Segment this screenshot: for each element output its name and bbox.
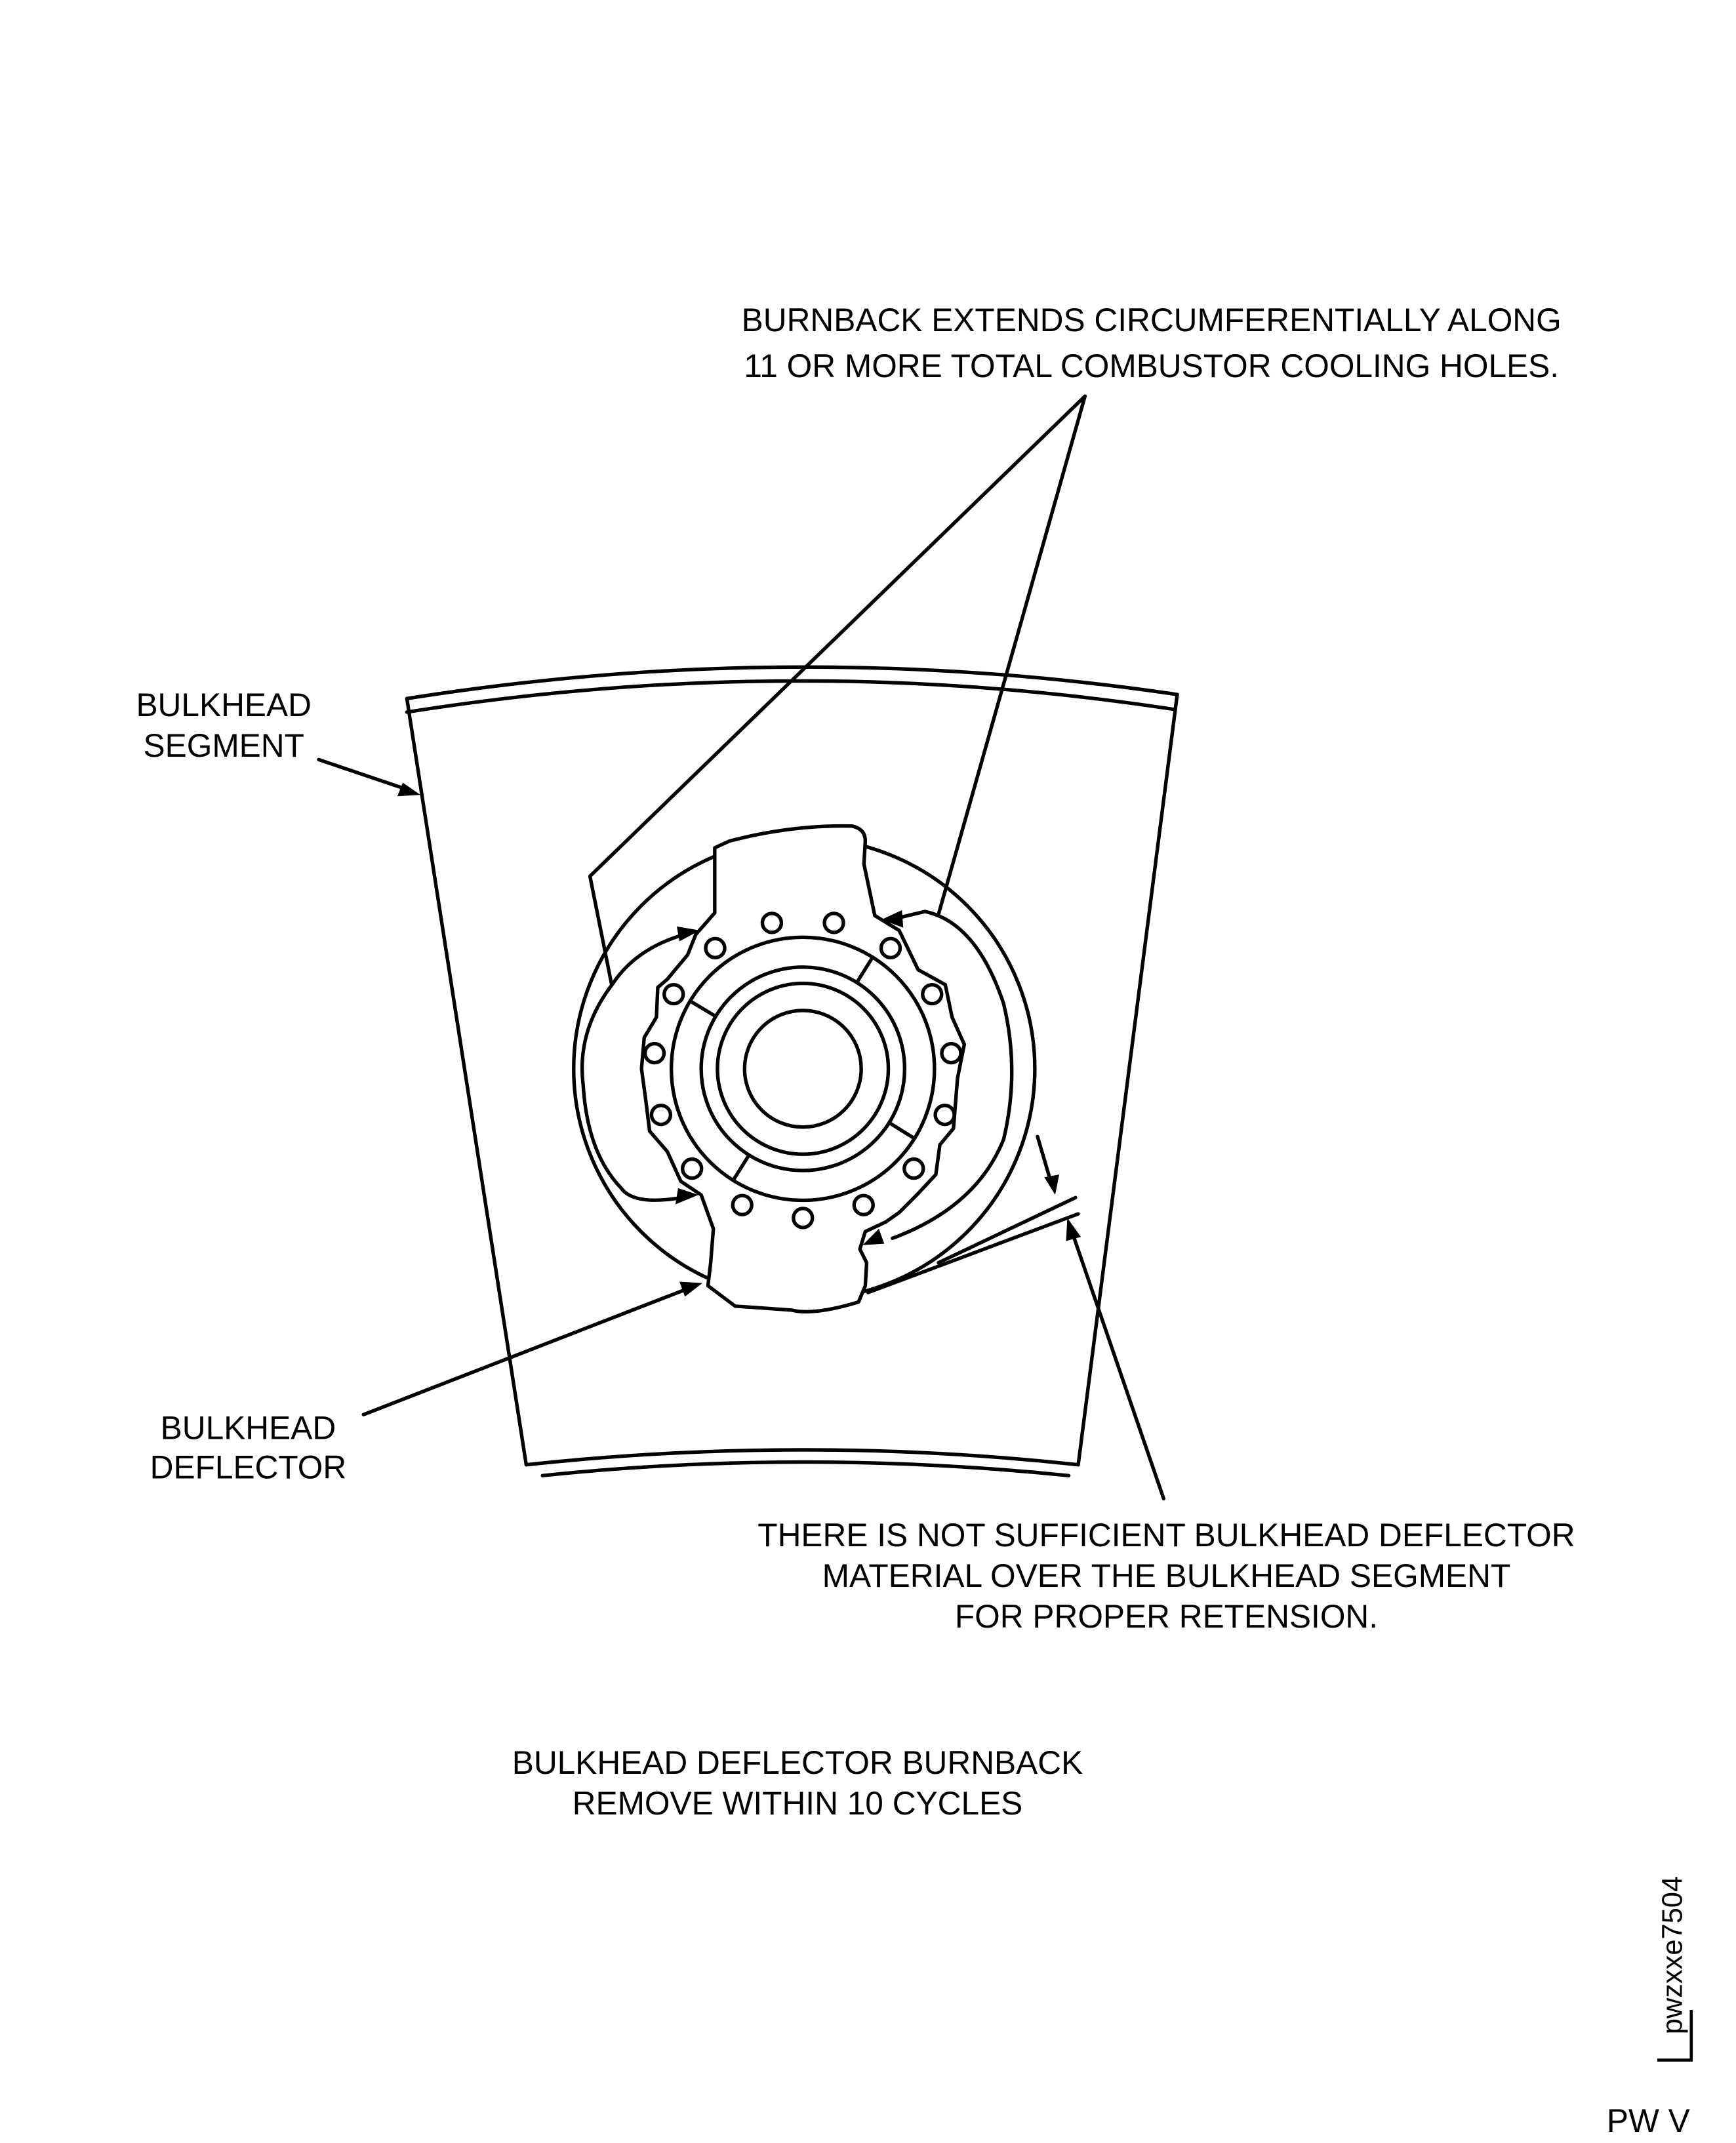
leader-lines (317, 394, 1166, 1501)
cooling-hole (760, 911, 784, 934)
caption-line2: REMOVE WITHIN 10 CYCLES (573, 1785, 1023, 1822)
ring-spoke (688, 999, 717, 1018)
cooling-hole (822, 911, 845, 934)
cooling-hole (643, 1041, 666, 1065)
cooling-hole (792, 1207, 815, 1230)
deflector-burnback-region (639, 824, 967, 1314)
material-callout-line3: FOR PROPER RETENSION. (955, 1598, 1378, 1635)
ring-spoke (731, 1153, 751, 1182)
cooling-hole (852, 1193, 875, 1216)
deflector-callout-line2: DEFLECTOR (150, 1449, 347, 1485)
cooling-hole (704, 936, 727, 959)
ring-spoke (855, 955, 875, 985)
cooling-hole (921, 982, 944, 1006)
figure-id-bracket (1657, 2010, 1693, 2062)
burnback-callout-line1: BURNBACK EXTENDS CIRCUMFERENTIALLY ALONG (742, 302, 1562, 338)
bulkhead-segment (405, 665, 1179, 1477)
cooling-holes (643, 911, 963, 1230)
material-callout-line1: THERE IS NOT SUFFICIENT BULKHEAD DEFLECT… (757, 1517, 1575, 1553)
figure-id: pwzxxe7504 (1657, 1876, 1688, 2034)
cooling-hole (879, 936, 902, 959)
burnback-callout-line2: 11 OR MORE TOTAL COMBUSTOR COOLING HOLES… (744, 348, 1559, 384)
deflector-callout-line1: BULKHEAD (161, 1409, 336, 1446)
swirler-rings (669, 935, 937, 1203)
caption-line1: BULKHEAD DEFLECTOR BURNBACK (512, 1744, 1083, 1781)
cooling-hole (933, 1103, 956, 1127)
segment-callout-line1: BULKHEAD (136, 687, 312, 723)
segment-callout-line2: SEGMENT (144, 727, 304, 764)
cooling-hole (681, 1157, 704, 1180)
cooling-hole (902, 1157, 925, 1180)
source-mark: PW V (1607, 2102, 1690, 2139)
cooling-hole (731, 1193, 754, 1216)
cooling-hole (940, 1041, 963, 1065)
cooling-hole (662, 982, 685, 1006)
burnback-extent-arrows (580, 910, 1014, 1245)
cooling-hole (649, 1103, 673, 1127)
material-callout-line2: MATERIAL OVER THE BULKHEAD SEGMENT (822, 1557, 1511, 1594)
ring-spoke (887, 1121, 917, 1140)
